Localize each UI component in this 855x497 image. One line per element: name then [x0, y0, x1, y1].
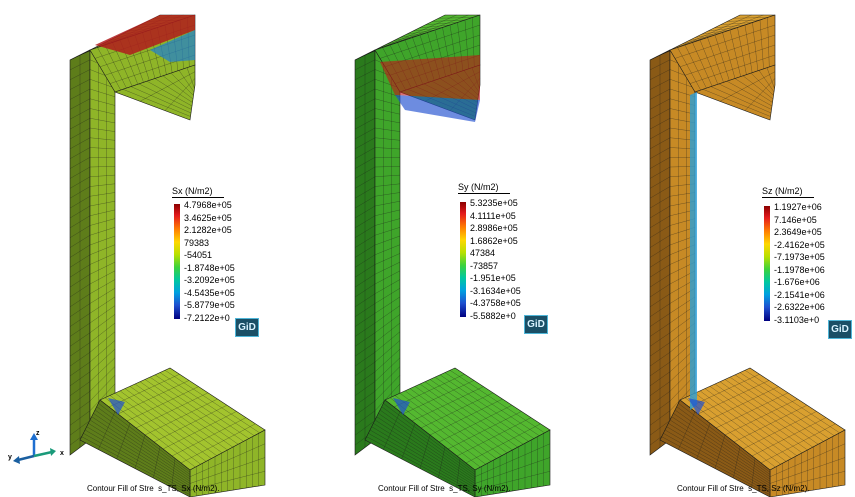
legend-value: -7.2122e+0: [184, 312, 230, 323]
legend-value: 47384: [470, 248, 496, 258]
gid-logo: GiD: [828, 320, 852, 339]
corner-stress: [393, 398, 410, 415]
stress-coldspot: [395, 95, 480, 122]
legend-values: 1.1927e+06 7.146e+05 2.3649e+05 -2.4162e+05…: [774, 201, 825, 326]
legend-value: -73857: [470, 260, 499, 271]
column-front: [89, 49, 116, 441]
legend-value: -2.4162e+05: [774, 239, 825, 250]
stress-coldspot: [690, 92, 697, 410]
caption-sz: Contour Fill of Stre s_TS, Sz (N/m2).: [677, 484, 810, 493]
legend-value: -2.1541e+06: [774, 289, 825, 300]
legend-value: 2.8986e+05: [470, 223, 518, 233]
axis-y-label: y: [8, 454, 12, 461]
model-sy: [354, 14, 551, 497]
legend-value: -3.2092e+05: [184, 275, 235, 285]
panel-sy: Sy (N/m2) 5.3235e+05 4.1111e+05 2.8986e+05…: [285, 0, 570, 497]
legend-value: -3.1103e+0: [774, 314, 820, 325]
stress-coldspot: [150, 30, 195, 62]
legend-value: -4.5435e+05: [184, 287, 235, 298]
stress-hotspot: [380, 55, 480, 100]
legend-value: -1.676e+06: [774, 277, 820, 287]
panel-sx: Sx (N/m2) 4.7968e+05 3.4625e+05 2.1282e+05…: [0, 0, 285, 497]
axes-triad: z x y: [8, 430, 68, 470]
caption-sy: Contour Fill of Stre s_TS, Sy (N/m2).: [378, 484, 511, 493]
axis-x-label: x: [60, 450, 64, 457]
model-sx: [69, 14, 266, 497]
legend-value: -1.8748e+05: [184, 262, 235, 273]
legend-value: 7.146e+05: [774, 214, 817, 225]
legend-sy: Sy (N/m2) 5.3235e+05 4.1111e+05 2.8986e+05…: [458, 182, 548, 322]
legend-values: 4.7968e+05 3.4625e+05 2.1282e+05 79383 -5405…: [184, 199, 235, 324]
stress-hotspot: [95, 15, 195, 55]
legend-title: Sx (N/m2): [172, 186, 213, 196]
legend-value: -4.3758e+05: [470, 298, 521, 308]
caption-sx: Contour Fill of Stre s_TS, Sx (N/m2).: [87, 484, 220, 493]
legend-value: -5.8779e+05: [184, 300, 235, 310]
legend-colorbar: [764, 206, 770, 321]
legend-value: -3.1634e+05: [470, 285, 521, 296]
axis-z-label: z: [36, 430, 40, 437]
gid-logo: GiD: [524, 315, 548, 334]
corner-stress: [688, 398, 705, 415]
legend-value: 79383: [184, 237, 210, 248]
legend-value: 1.1927e+06: [774, 202, 822, 212]
legend-values: 5.3235e+05 4.1111e+05 2.8986e+05 1.6862e+05…: [470, 197, 521, 322]
corner-stress: [108, 398, 125, 415]
gid-logo: GiD: [235, 318, 259, 337]
legend-value: 3.4625e+05: [184, 212, 232, 223]
legend-title: Sy (N/m2): [458, 182, 499, 192]
legend-value: 4.1111e+05: [470, 210, 516, 221]
panel-sz: Sz (N/m2) 1.1927e+06 7.146e+05 2.3649e+05 -…: [570, 0, 855, 497]
legend-value: 4.7968e+05: [184, 200, 232, 210]
legend-value: -54051: [184, 250, 213, 260]
legend-value: 2.3649e+05: [774, 227, 822, 237]
legend-title: Sz (N/m2): [762, 186, 803, 196]
legend-value: -7.1973e+05: [774, 252, 825, 262]
legend-value: -2.6322e+06: [774, 302, 825, 312]
model-sz: [649, 14, 846, 497]
legend-value: 1.6862e+05: [470, 235, 518, 246]
legend-sx: Sx (N/m2) 4.7968e+05 3.4625e+05 2.1282e+05…: [172, 186, 262, 326]
legend-sz: Sz (N/m2) 1.1927e+06 7.146e+05 2.3649e+05 -…: [762, 186, 852, 331]
legend-colorbar: [460, 202, 466, 317]
legend-value: -5.5882e+0: [470, 310, 516, 321]
legend-value: 5.3235e+05: [470, 198, 518, 208]
legend-value: -1.1978e+06: [774, 264, 825, 275]
legend-value: -1.951e+05: [470, 273, 516, 283]
column-front: [374, 49, 401, 441]
legend-value: 2.1282e+05: [184, 225, 232, 235]
legend-colorbar: [174, 204, 180, 319]
